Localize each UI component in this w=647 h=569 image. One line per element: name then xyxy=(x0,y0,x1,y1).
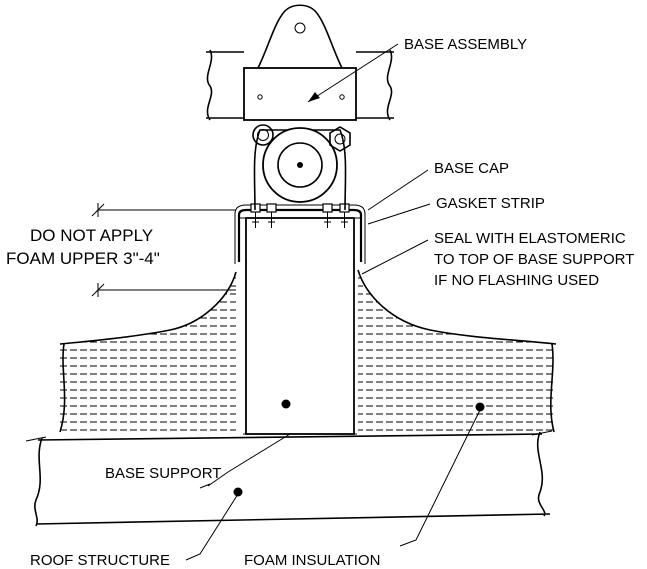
label-base-cap: BASE CAP xyxy=(434,160,509,177)
label-base-assembly: BASE ASSEMBLY xyxy=(404,36,527,53)
roof-structure xyxy=(25,430,553,527)
label-seal-line-3: IF NO FLASHING USED xyxy=(434,272,599,289)
note-line-1: DO NOT APPLY xyxy=(30,226,153,245)
label-roof-structure: ROOF STRUCTURE xyxy=(30,552,170,569)
label-base-support: BASE SUPPORT xyxy=(105,465,221,482)
note-line-2: FOAM UPPER 3"-4" xyxy=(6,249,160,268)
label-seal-line-2: TO TOP OF BASE SUPPORT xyxy=(434,251,634,268)
label-seal-line-1: SEAL WITH ELASTOMERIC xyxy=(434,230,626,247)
cap-bolt-3 xyxy=(322,203,333,228)
round-washer xyxy=(252,124,274,146)
hex-nut xyxy=(329,126,351,152)
base-support xyxy=(243,217,357,435)
base-assembly xyxy=(206,4,394,211)
label-foam-insulation: FOAM INSULATION xyxy=(244,552,380,569)
label-gasket-strip: GASKET STRIP xyxy=(436,195,545,212)
leaders xyxy=(185,43,485,561)
dimension-mark xyxy=(91,203,236,297)
cap-bolt-2 xyxy=(266,203,277,228)
base-support-leader-dot xyxy=(281,399,291,409)
